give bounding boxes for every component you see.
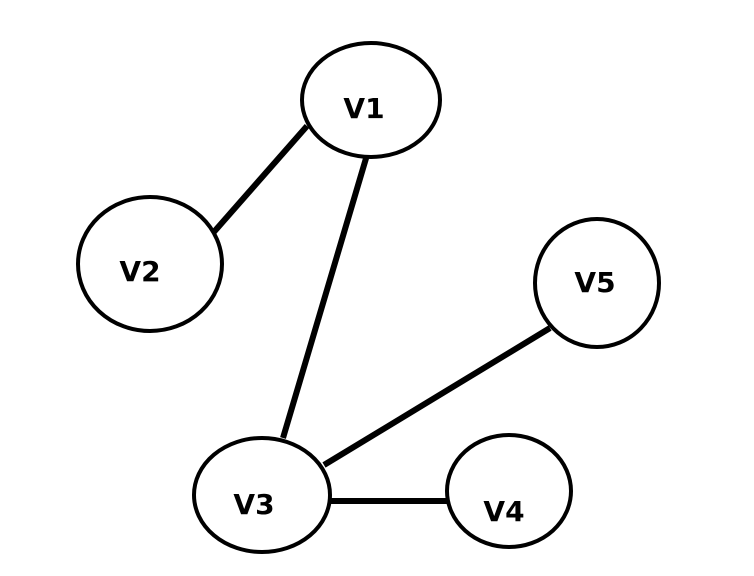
node-v4-label: V4 — [483, 495, 524, 528]
node-v1-circle — [300, 41, 442, 159]
node-v3-circle — [192, 436, 332, 554]
node-v2-label: V2 — [119, 255, 160, 288]
node-v2-circle — [76, 195, 224, 333]
node-v1: V1 — [300, 41, 442, 159]
node-v4: V4 — [445, 433, 573, 549]
node-v2: V2 — [76, 195, 224, 333]
edge-v1-v2 — [210, 124, 310, 235]
node-v3: V3 — [192, 436, 332, 554]
edge-v3-v5 — [322, 325, 552, 468]
edge-v1-v3 — [280, 154, 370, 439]
node-v3-label: V3 — [233, 488, 274, 521]
node-v5: V5 — [533, 217, 661, 349]
node-v5-label: V5 — [574, 266, 615, 299]
node-v5-circle — [533, 217, 661, 349]
node-v1-label: V1 — [343, 92, 384, 125]
node-v4-circle — [445, 433, 573, 549]
edges-layer — [210, 124, 552, 504]
